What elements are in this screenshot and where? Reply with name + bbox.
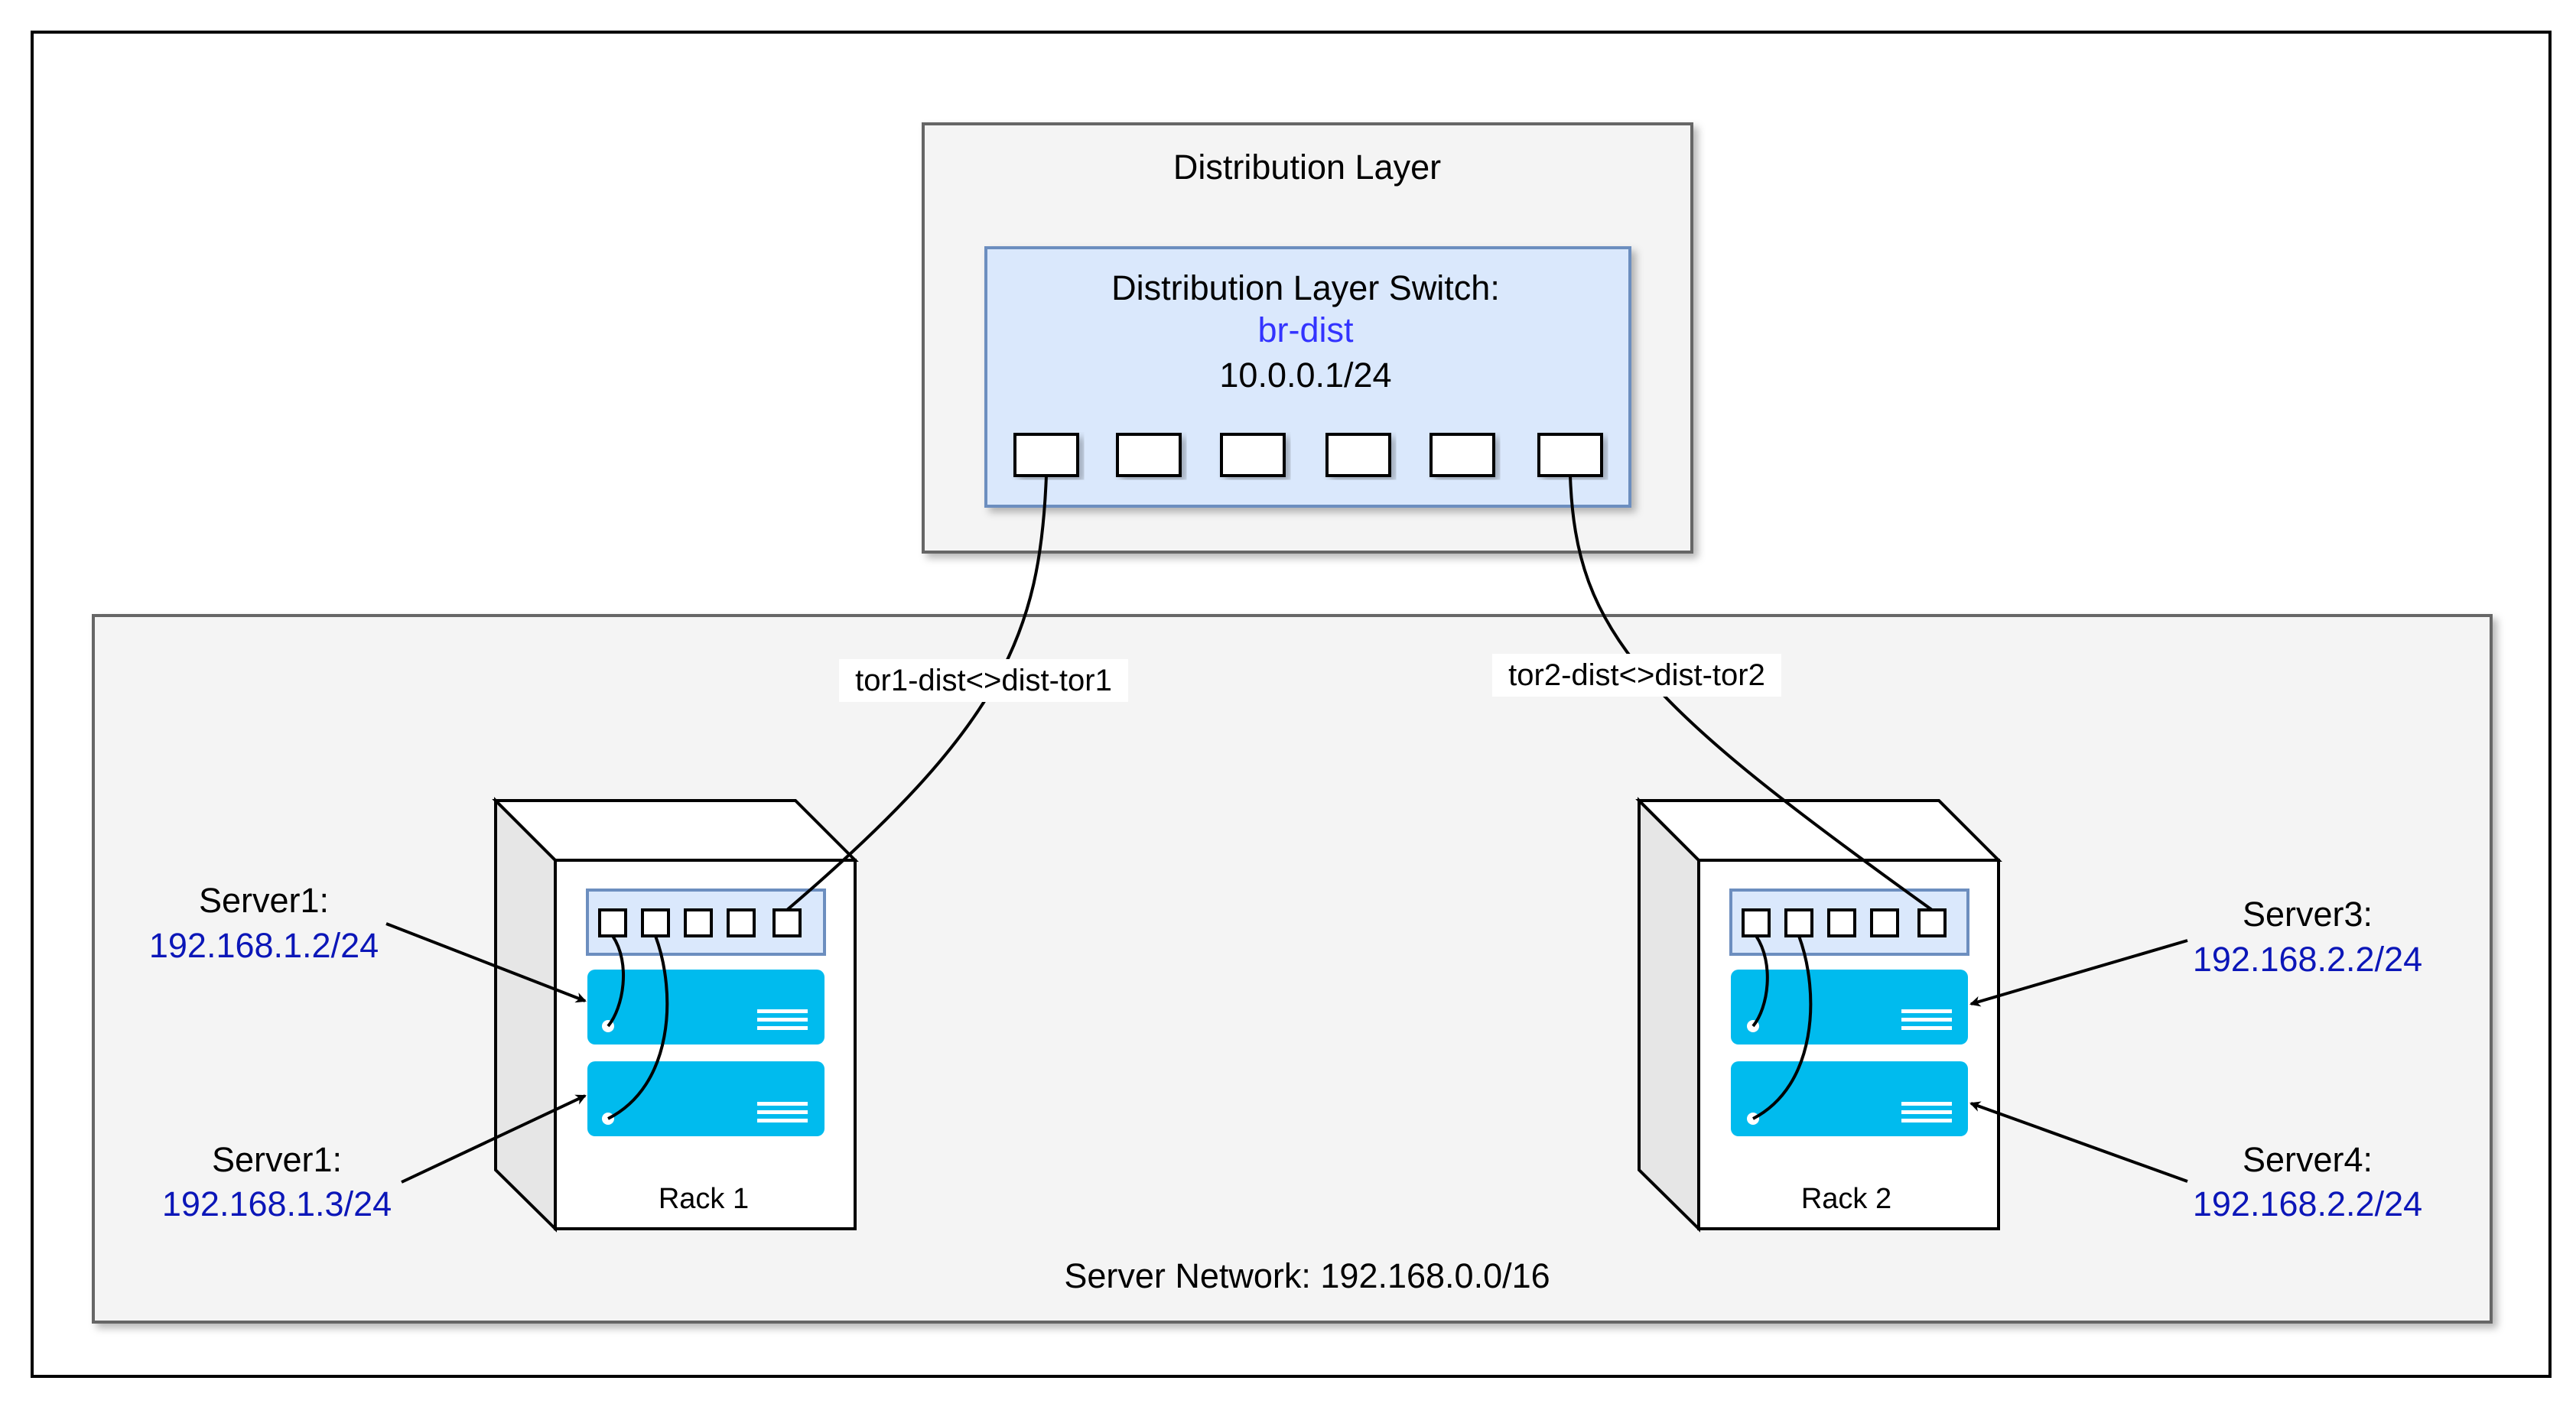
distribution-layer: Distribution Layer Distribution Layer Sw… [922,122,1693,554]
tor2-link-label-bg [1492,654,1781,697]
distribution-switch-box[interactable] [984,246,1631,508]
rack-cable [607,935,669,1120]
switch-port[interactable] [1429,433,1495,477]
rack-switch-port[interactable] [641,908,670,937]
server-label-3: Server3: 192.168.2.2/24 [1969,895,2422,1007]
server-ip: 192.168.1.3/24 [162,1184,392,1223]
rack-side [494,797,557,1233]
server-ip: 192.168.2.2/24 [2193,940,2422,979]
distribution-switch[interactable]: Distribution Layer Switch: br-dist 10.0.… [984,246,1631,508]
switch-port[interactable] [1325,433,1391,477]
tor1-link-label-bg [839,659,1128,702]
rack-2[interactable]: Rack 2 [1635,797,2002,1233]
server-label-2: Server1: 192.168.1.3/24 [162,1094,587,1223]
rack-cable [1752,935,1813,1120]
distribution-layer-title: Distribution Layer [1173,148,1441,187]
rack-switch-port[interactable] [727,908,756,937]
rack-top [492,799,859,862]
rack-switch-port[interactable] [772,908,802,937]
rack-switch-port[interactable] [1870,908,1899,937]
rack-1[interactable]: Rack 1 [492,797,859,1233]
switch-port[interactable] [1537,433,1603,477]
server-network-label: Server Network: 192.168.0.0/16 [1064,1256,1550,1295]
rack-label: Rack 1 [659,1183,749,1215]
server-label-4: Server4: 192.168.2.2/24 [1969,1101,2422,1223]
switch-port[interactable] [1013,433,1079,477]
rack-switch-port[interactable] [1827,908,1856,937]
switch-port[interactable] [1220,433,1286,477]
rack-switch-port[interactable] [1784,908,1813,937]
server-name: Server4: [2243,1140,2373,1179]
server-ip: 192.168.1.2/24 [149,926,379,965]
server-ip: 192.168.2.2/24 [2193,1184,2422,1223]
distribution-switch-name: br-dist [1257,310,1354,349]
server-unit[interactable] [587,1061,825,1136]
rack-switch-port[interactable] [684,908,713,937]
distribution-switch-ip: 10.0.0.1/24 [1219,356,1391,395]
server-arrow [1969,939,2188,1007]
switch-port[interactable] [1116,433,1182,477]
server-name: Server3: [2243,895,2373,934]
tor2-link-label: tor2-dist<>dist-tor2 [1508,658,1765,692]
rack-switch-port[interactable] [1742,908,1771,937]
server-unit[interactable] [1731,1061,1968,1136]
rack-switch-port[interactable] [1917,908,1947,937]
rack-side [1638,797,1700,1233]
rack-cable [607,934,626,1028]
server-name: Server1: [212,1140,342,1179]
server-arrow [1969,1101,2188,1183]
server-name: Server1: [199,881,329,920]
rack-top [1635,799,2002,862]
rack-cable [1751,934,1769,1028]
server-label-1: Server1: 192.168.1.2/24 [149,881,587,1003]
server-network-box [92,614,2493,1324]
distribution-switch-title: Distribution Layer Switch: [1111,268,1500,307]
rack-switch-port[interactable] [598,908,627,937]
rack-label: Rack 2 [1801,1183,1891,1215]
tor1-link-label: tor1-dist<>dist-tor1 [855,664,1112,697]
server-arrow [385,922,587,1003]
server-arrow [401,1094,587,1184]
